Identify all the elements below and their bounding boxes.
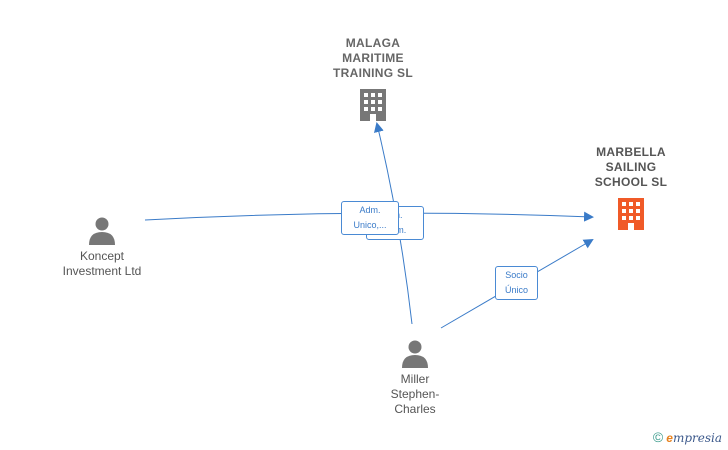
node-malaga-label: MALAGA MARITIME TRAINING SL <box>333 36 413 80</box>
copyright-notice: ©empresia <box>653 429 722 445</box>
node-marbella-label: MARBELLA SAILING SCHOOL SL <box>594 145 668 189</box>
edge-label-adm-unico[interactable]: Adm. Unico,... <box>341 201 399 235</box>
person-icon <box>89 217 115 245</box>
node-miller-label: Miller Stephen- Charles <box>390 372 440 416</box>
node-marbella-sailing[interactable]: MARBELLA SAILING SCHOOL SL <box>576 145 686 230</box>
building-icon <box>360 89 386 121</box>
empresia-logo-text: mpresia <box>672 431 722 445</box>
node-malaga-maritime[interactable]: MALAGA MARITIME TRAINING SL <box>318 36 428 121</box>
node-koncept-label: Koncept Investment Ltd <box>62 249 142 278</box>
edge-label-socio-unico[interactable]: Socio Único <box>495 266 538 300</box>
node-miller-stephen-charles[interactable]: Miller Stephen- Charles <box>360 338 470 417</box>
person-icon <box>402 340 428 368</box>
building-icon <box>618 198 644 230</box>
node-koncept-investment[interactable]: Koncept Investment Ltd <box>47 215 157 279</box>
copyright-icon: © <box>652 429 664 445</box>
empresia-logo-e: e <box>666 431 673 445</box>
